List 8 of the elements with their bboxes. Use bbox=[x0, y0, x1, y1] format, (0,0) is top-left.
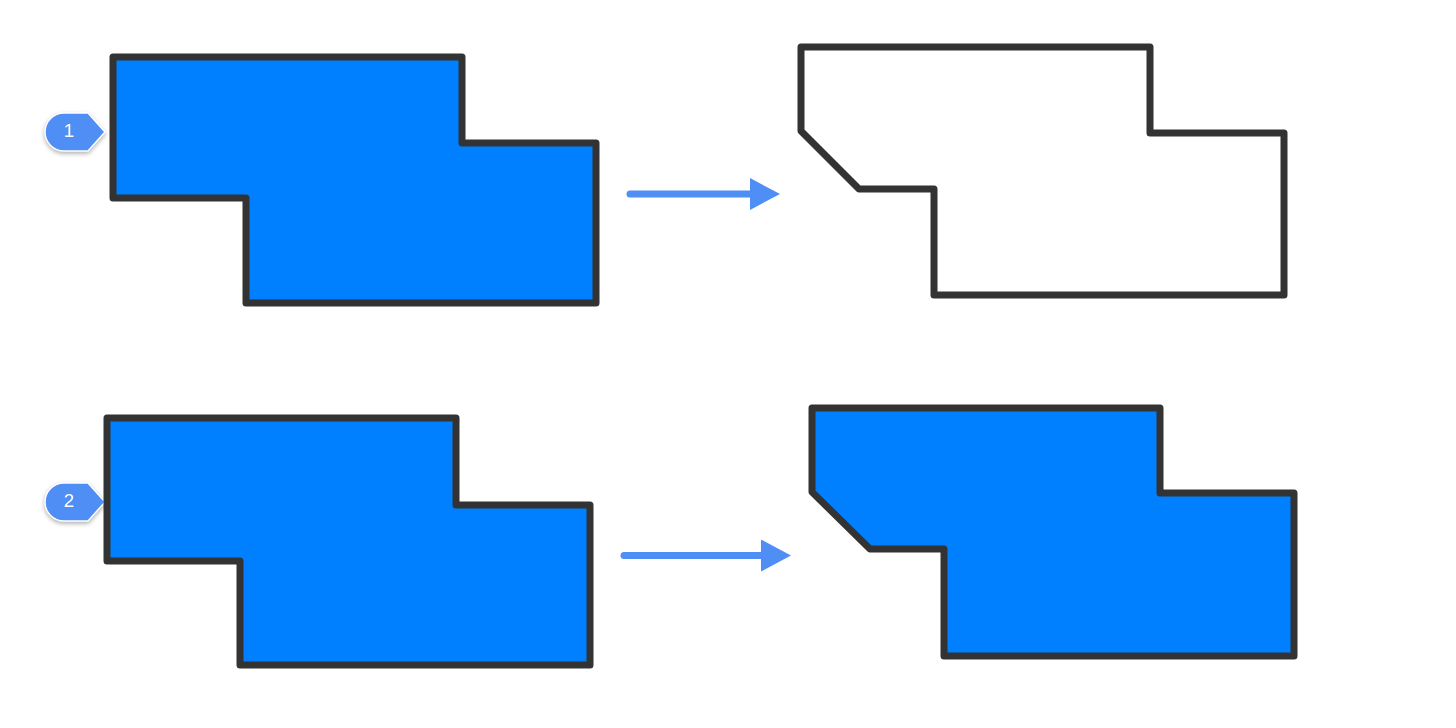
arrow bbox=[626, 178, 780, 210]
arrow bbox=[620, 539, 791, 572]
callout-marker: 1 bbox=[42, 111, 106, 153]
callout-marker: 2 bbox=[42, 481, 106, 523]
filled-shape bbox=[808, 404, 1298, 660]
filled-shape bbox=[109, 53, 600, 307]
outline-shape bbox=[797, 43, 1288, 299]
filled-shape bbox=[103, 414, 594, 669]
